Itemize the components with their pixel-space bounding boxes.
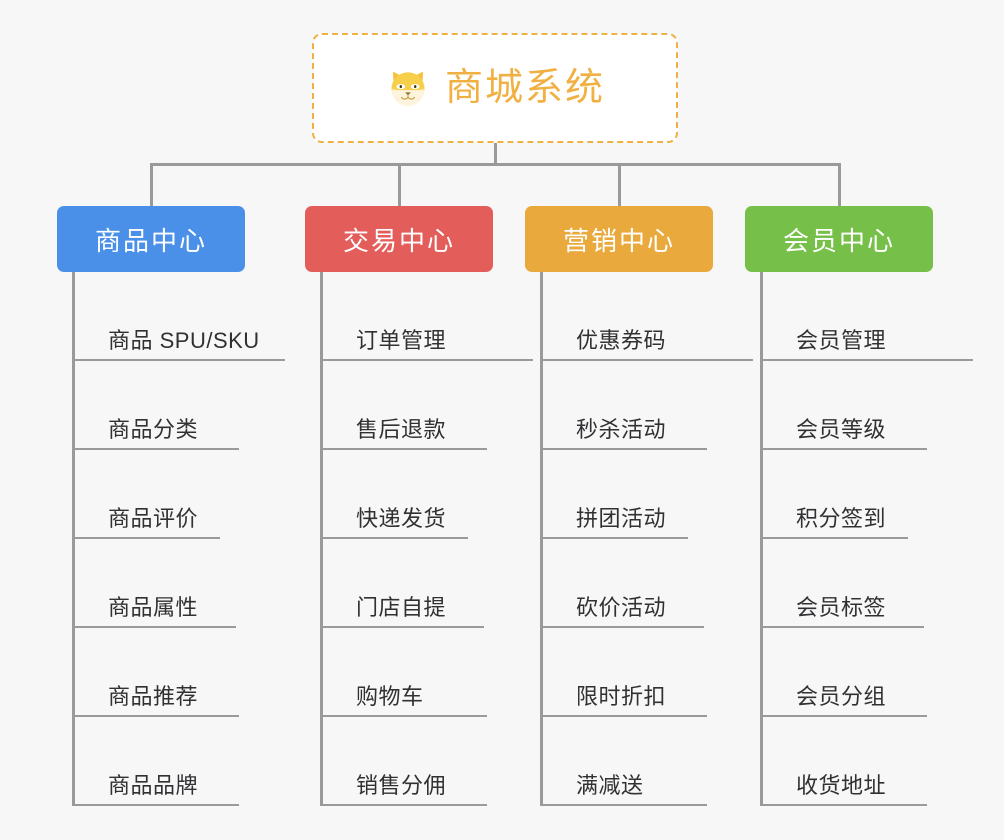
leaf-item-label: 秒杀活动 bbox=[576, 416, 667, 442]
leaf-item-label: 商品推荐 bbox=[108, 683, 199, 709]
leaf-item[interactable]: 秒杀活动 bbox=[540, 361, 707, 450]
root-title: 商城系统 bbox=[444, 67, 605, 109]
leaf-item-label: 商品品牌 bbox=[108, 772, 199, 798]
category-label: 交易中心 bbox=[342, 225, 455, 256]
leaf-item[interactable]: 满减送 bbox=[540, 717, 707, 806]
leaf-item-label: 售后退款 bbox=[356, 416, 447, 442]
leaf-item[interactable]: 购物车 bbox=[320, 628, 487, 717]
leaf-item[interactable]: 销售分佣 bbox=[320, 717, 487, 806]
branch-drop-connector-2 bbox=[398, 163, 401, 208]
branch-drop-connector-1 bbox=[150, 163, 153, 208]
category-label: 营销中心 bbox=[562, 225, 675, 256]
leaf-item-label: 商品属性 bbox=[108, 594, 199, 620]
leaf-item[interactable]: 拼团活动 bbox=[540, 450, 688, 539]
leaf-item-label: 会员等级 bbox=[796, 416, 887, 442]
leaf-item-label: 收货地址 bbox=[796, 772, 887, 798]
branch-drop-connector-4 bbox=[838, 163, 841, 208]
leaf-item[interactable]: 商品推荐 bbox=[72, 628, 239, 717]
leaf-item[interactable]: 会员分组 bbox=[760, 628, 927, 717]
leaf-item[interactable]: 收货地址 bbox=[760, 717, 927, 806]
category-label: 会员中心 bbox=[782, 225, 895, 256]
leaf-item-label: 门店自提 bbox=[356, 594, 447, 620]
leaf-spine-connector bbox=[320, 272, 323, 806]
leaf-item-label: 商品 SPU/SKU bbox=[108, 327, 260, 353]
leaf-item[interactable]: 积分签到 bbox=[760, 450, 908, 539]
leaf-item-label: 购物车 bbox=[356, 683, 424, 709]
leaf-item[interactable]: 会员等级 bbox=[760, 361, 927, 450]
leaf-item[interactable]: 商品品牌 bbox=[72, 717, 239, 806]
leaf-item[interactable]: 限时折扣 bbox=[540, 628, 707, 717]
leaf-spine-connector bbox=[540, 272, 543, 806]
leaf-item-label: 快递发货 bbox=[356, 505, 447, 531]
leaf-item[interactable]: 商品评价 bbox=[72, 450, 220, 539]
root-stem-connector bbox=[494, 143, 497, 165]
leaf-item[interactable]: 商品属性 bbox=[72, 539, 236, 628]
leaf-item[interactable]: 售后退款 bbox=[320, 361, 487, 450]
category-box-marketing[interactable]: 营销中心 bbox=[525, 206, 713, 272]
leaf-item[interactable]: 砍价活动 bbox=[540, 539, 704, 628]
category-label: 商品中心 bbox=[94, 225, 207, 256]
leaf-item-label: 限时折扣 bbox=[576, 683, 667, 709]
root-node[interactable]: 商城系统 bbox=[312, 33, 678, 143]
leaf-item-label: 优惠券码 bbox=[576, 327, 667, 353]
leaf-item[interactable]: 订单管理 bbox=[320, 272, 533, 361]
leaf-item-label: 会员标签 bbox=[796, 594, 887, 620]
leaf-item-label: 积分签到 bbox=[796, 505, 887, 531]
leaf-item[interactable]: 商品分类 bbox=[72, 361, 239, 450]
leaf-item-label: 砍价活动 bbox=[576, 594, 667, 620]
leaf-item[interactable]: 会员标签 bbox=[760, 539, 924, 628]
leaf-item[interactable]: 快递发货 bbox=[320, 450, 468, 539]
leaf-item-label: 订单管理 bbox=[356, 327, 447, 353]
leaf-item-label: 满减送 bbox=[576, 772, 644, 798]
leaf-item-label: 会员管理 bbox=[796, 327, 887, 353]
horizontal-bus-connector bbox=[150, 163, 840, 166]
leaf-item-label: 销售分佣 bbox=[356, 772, 447, 798]
leaf-item[interactable]: 门店自提 bbox=[320, 539, 484, 628]
dog-face-icon bbox=[385, 65, 431, 111]
leaf-item-label: 拼团活动 bbox=[576, 505, 667, 531]
leaf-item[interactable]: 优惠券码 bbox=[540, 272, 753, 361]
category-box-member[interactable]: 会员中心 bbox=[745, 206, 933, 272]
leaf-spine-connector bbox=[760, 272, 763, 806]
leaf-item[interactable]: 会员管理 bbox=[760, 272, 973, 361]
leaf-item[interactable]: 商品 SPU/SKU bbox=[72, 272, 285, 361]
category-box-product[interactable]: 商品中心 bbox=[57, 206, 245, 272]
branch-drop-connector-3 bbox=[618, 163, 621, 208]
category-box-trade[interactable]: 交易中心 bbox=[305, 206, 493, 272]
leaf-item-label: 商品分类 bbox=[108, 416, 199, 442]
leaf-item-label: 商品评价 bbox=[108, 505, 199, 531]
leaf-spine-connector bbox=[72, 272, 75, 806]
leaf-item-label: 会员分组 bbox=[796, 683, 887, 709]
